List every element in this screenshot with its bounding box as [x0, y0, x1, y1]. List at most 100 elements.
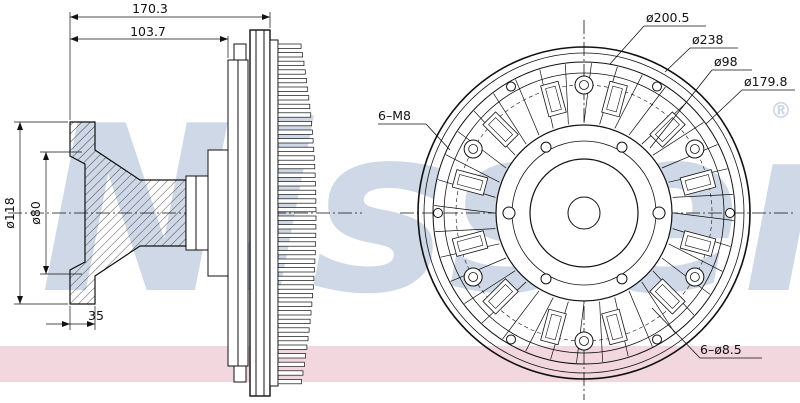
spoke: [565, 64, 569, 125]
through-hole: [574, 331, 594, 351]
spoke: [628, 86, 666, 136]
fin: [277, 301, 313, 307]
threaded-hole: [540, 141, 552, 153]
fin: [277, 86, 309, 92]
rim-hole: [652, 334, 662, 345]
dim-hub-diameter: ø98: [714, 54, 738, 69]
hub-hole: [652, 206, 666, 220]
clutch-body: [207, 29, 279, 397]
side-view: [8, 12, 362, 397]
fan-fins: [277, 43, 317, 385]
dim-threaded-holes: 6–M8: [378, 108, 411, 123]
fin: [277, 353, 307, 359]
pocket: [540, 308, 567, 346]
outer-rim: [417, 46, 751, 380]
dim-flange-diameter: ø118: [2, 197, 17, 229]
fin: [277, 43, 302, 49]
pocket: [601, 308, 628, 346]
fin: [277, 327, 310, 333]
fin: [277, 95, 310, 101]
pocket: [451, 169, 489, 196]
spoke: [628, 290, 653, 347]
dim-outer-diameter: ø238: [692, 32, 724, 47]
fin: [277, 69, 306, 75]
rim-hole: [433, 208, 443, 218]
pocket: [482, 278, 519, 315]
fin: [277, 336, 309, 342]
fin: [277, 172, 316, 178]
hub-section: [69, 121, 209, 305]
spoke: [614, 74, 643, 129]
fin: [277, 224, 317, 230]
threaded-hole: [616, 273, 628, 285]
fin: [277, 250, 316, 256]
fin: [277, 112, 312, 118]
fin: [277, 293, 313, 299]
fin: [277, 129, 313, 135]
leader-lines: [378, 25, 795, 359]
spoke: [493, 93, 527, 145]
fin: [277, 361, 305, 367]
fin: [277, 318, 311, 324]
fin: [277, 284, 314, 290]
pocket: [451, 230, 489, 257]
spoke: [641, 281, 675, 333]
fin: [277, 344, 308, 350]
fin: [277, 60, 305, 66]
rim-hole: [506, 81, 516, 92]
fin: [277, 181, 316, 187]
fin: [277, 267, 315, 273]
fin: [277, 198, 317, 204]
fin: [277, 164, 316, 170]
rim-hole: [652, 81, 662, 92]
spoke: [652, 122, 704, 156]
spoke: [515, 79, 540, 136]
fin: [277, 155, 315, 161]
fin: [277, 138, 314, 144]
threaded-hole: [540, 273, 552, 285]
pocket: [601, 80, 628, 118]
dim-bolt-circle: ø179.8: [744, 74, 787, 89]
fin: [277, 310, 312, 316]
fin: [277, 215, 317, 221]
center-bore: [567, 196, 601, 230]
fin: [277, 207, 317, 213]
through-hole: [463, 139, 483, 159]
pocket: [679, 230, 717, 257]
spoke: [445, 154, 500, 183]
fin: [277, 121, 312, 127]
fin: [277, 275, 315, 281]
through-hole: [574, 75, 594, 95]
fin: [277, 52, 303, 58]
through-hole: [685, 139, 705, 159]
fin: [277, 146, 315, 152]
dim-pilot-diameter: ø80: [28, 201, 43, 225]
dim-flange-thickness: 35: [88, 308, 104, 323]
bolt-holes: [433, 75, 735, 351]
fin: [277, 241, 316, 247]
through-hole: [463, 267, 483, 287]
spoke: [435, 228, 496, 232]
dim-fan-diameter: ø200.5: [646, 10, 689, 25]
fin: [277, 232, 317, 238]
spoke: [464, 270, 516, 304]
spoke: [599, 301, 603, 362]
spoke: [502, 290, 540, 340]
dim-through-holes: 6–ø8.5: [700, 342, 742, 357]
rim-hole: [506, 334, 516, 345]
pocket: [540, 80, 567, 118]
watermark-band: [0, 346, 800, 382]
fin: [277, 379, 302, 385]
spoke: [672, 194, 733, 198]
dim-overall-length: 170.3: [132, 1, 168, 16]
pocket: [679, 169, 717, 196]
dim-hub-length: 103.7: [130, 24, 166, 39]
through-hole: [685, 267, 705, 287]
spoke: [434, 205, 495, 214]
spoke: [525, 297, 554, 352]
spoke: [668, 243, 723, 272]
fin: [277, 370, 304, 376]
front-view: [400, 20, 795, 400]
hub-boss: [529, 158, 639, 268]
